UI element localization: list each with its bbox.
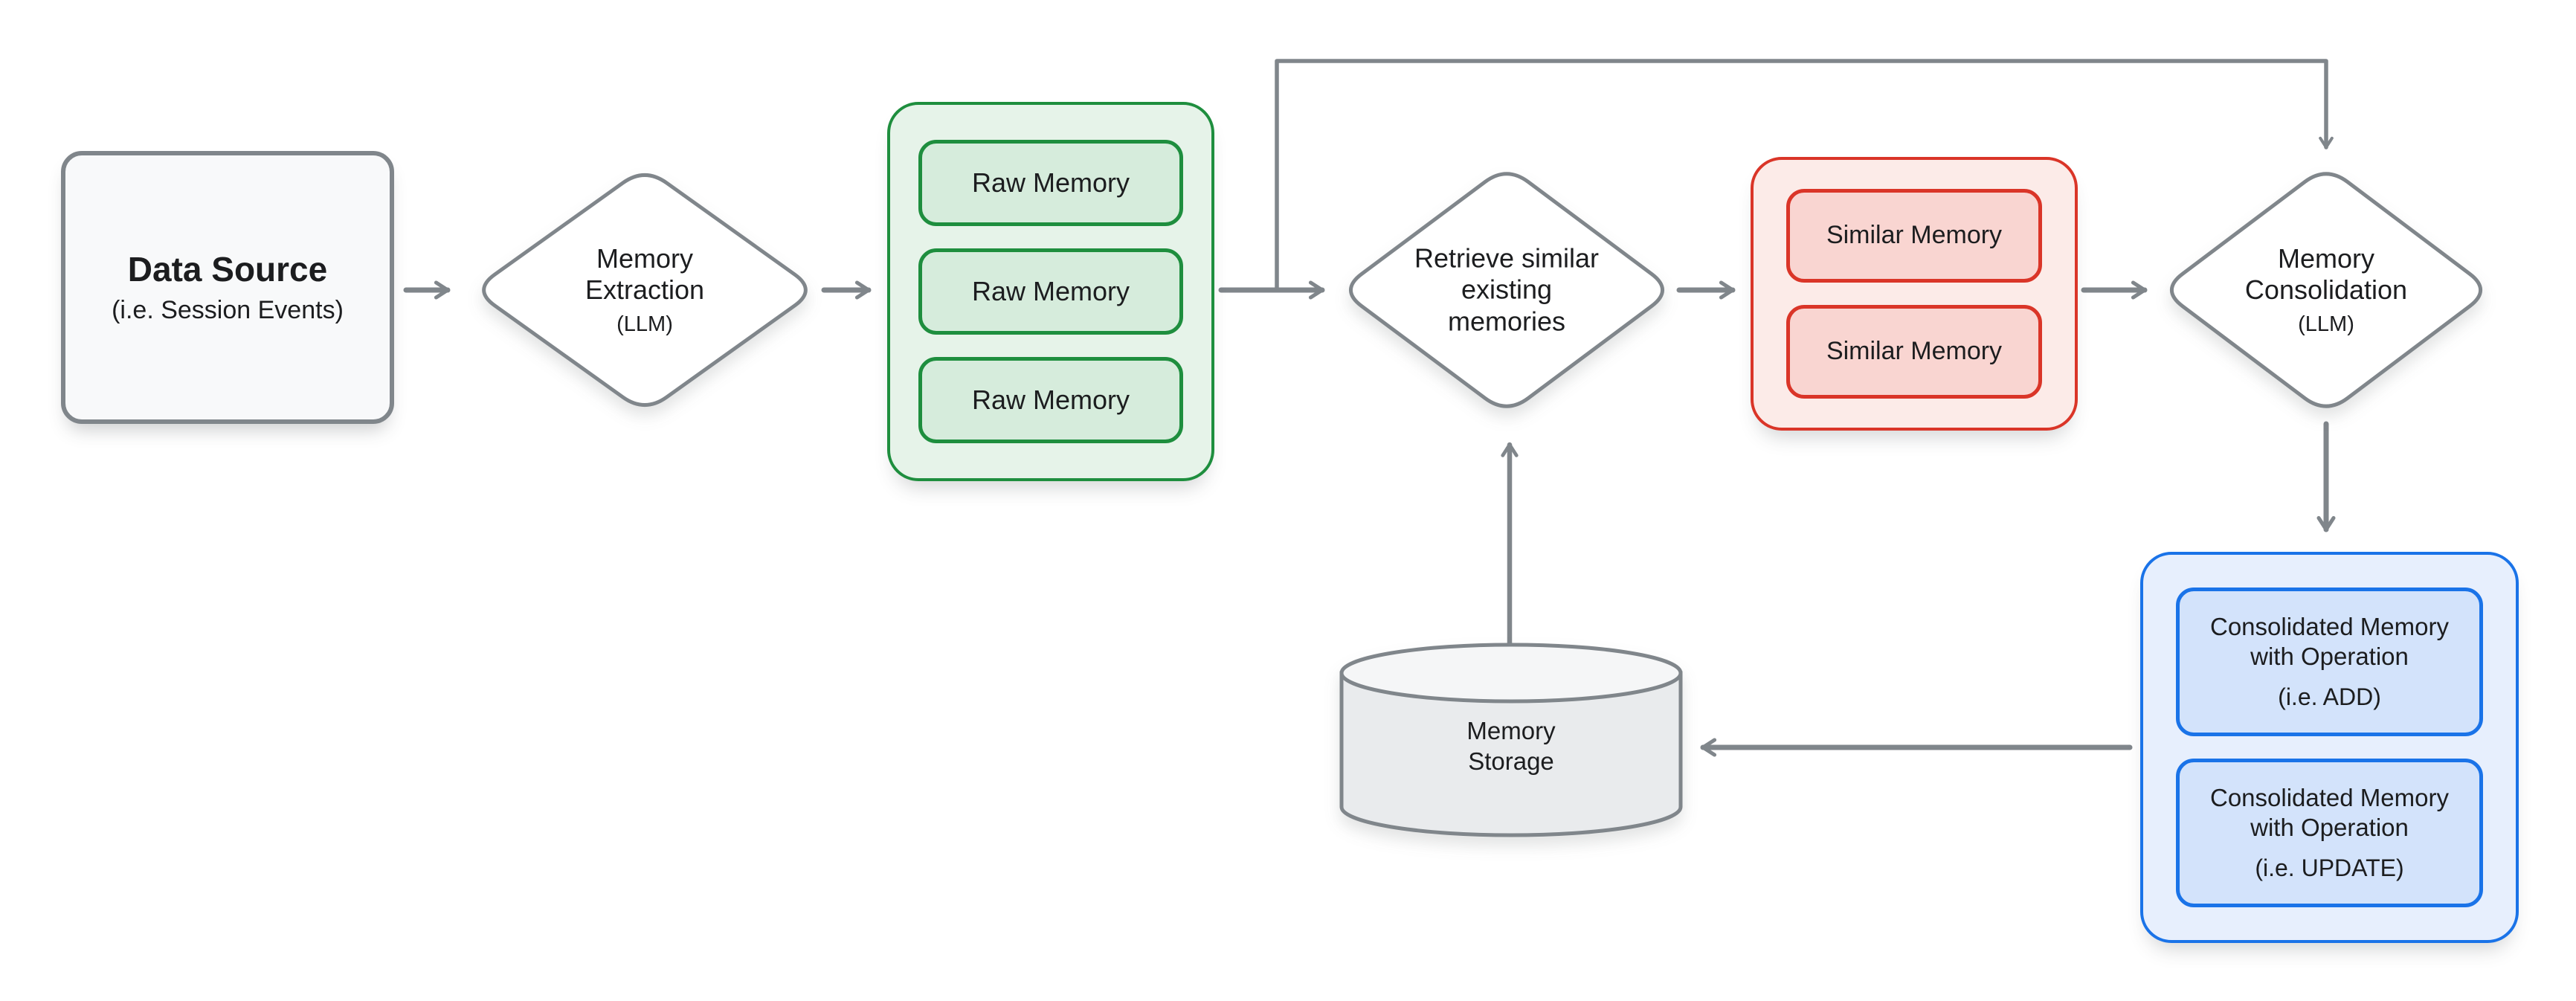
raw-memory-group: Raw Memory Raw Memory Raw Memory — [887, 102, 1214, 481]
consolidated-memory-group: Consolidated Memory with Operation (i.e.… — [2140, 552, 2519, 943]
raw-memory-label: Raw Memory — [971, 276, 1130, 307]
feedback-arrow-rawmemory-to-consolidation — [1275, 59, 2334, 291]
memory-consolidation-title: Memory Consolidation — [2245, 243, 2407, 306]
similar-memory-label: Similar Memory — [1826, 221, 2003, 250]
memory-consolidation-title-line: Memory — [2277, 243, 2374, 274]
data-source-title: Data Source — [127, 249, 328, 289]
memory-storage-cylinder — [1339, 643, 1683, 837]
memory-storage-cylinder-body — [1339, 671, 1683, 837]
memory-storage-title: Memory Storage — [1466, 715, 1555, 777]
similar-memory-chip: Similar Memory — [1786, 189, 2042, 283]
consolidated-memory-label-line: Consolidated Memory — [2210, 784, 2449, 812]
data-source-subtitle: (i.e. Session Events) — [112, 296, 344, 325]
raw-memory-chip: Raw Memory — [918, 357, 1183, 443]
memory-storage-title-line: Storage — [1468, 747, 1554, 775]
consolidated-memory-sublabel: (i.e. UPDATE) — [2255, 854, 2404, 881]
similar-memory-group: Similar Memory Similar Memory — [1751, 157, 2078, 431]
retrieve-memories-title-line: Retrieve similar — [1414, 242, 1600, 274]
memory-consolidation-title-line: Consolidation — [2244, 274, 2408, 306]
consolidated-memory-label-line: with Operation — [2250, 814, 2409, 842]
raw-memory-label: Raw Memory — [971, 384, 1130, 416]
memory-extraction-diamond — [482, 173, 808, 407]
retrieve-memories-label: Retrieve similar existing memories — [1414, 242, 1599, 337]
retrieve-memories-diamond — [1348, 172, 1665, 408]
memory-storage-label: Memory Storage — [1466, 715, 1555, 777]
memory-extraction-title-line: Memory — [596, 243, 694, 274]
retrieve-memories-title-line: existing — [1461, 274, 1553, 305]
consolidated-memory-chip-update: Consolidated Memory with Operation (i.e.… — [2176, 759, 2483, 907]
similar-memory-chip: Similar Memory — [1786, 305, 2042, 399]
memory-consolidation-label: Memory Consolidation (LLM) — [2245, 243, 2407, 337]
memory-consolidation-subtitle: (LLM) — [2298, 312, 2354, 336]
memory-extraction-title-line: Extraction — [585, 274, 705, 306]
consolidated-memory-sublabel: (i.e. ADD) — [2278, 683, 2381, 710]
memory-storage-title-line: Memory — [1466, 716, 1556, 744]
memory-extraction-label: Memory Extraction (LLM) — [585, 243, 704, 337]
raw-memory-label: Raw Memory — [971, 167, 1130, 199]
consolidated-memory-chip-add: Consolidated Memory with Operation (i.e.… — [2176, 588, 2483, 736]
consolidated-memory-label-line: Consolidated Memory — [2210, 613, 2449, 641]
similar-memory-label: Similar Memory — [1826, 337, 2003, 366]
raw-memory-chip: Raw Memory — [918, 248, 1183, 335]
consolidated-memory-label-line: with Operation — [2250, 643, 2409, 671]
memory-extraction-subtitle: (LLM) — [616, 312, 673, 336]
memory-storage-cylinder-top — [1339, 643, 1683, 704]
data-source-node: Data Source (i.e. Session Events) — [61, 151, 394, 424]
memory-consolidation-diamond — [2169, 172, 2483, 408]
memory-extraction-title: Memory Extraction — [585, 243, 704, 306]
retrieve-memories-title-line: memories — [1447, 306, 1566, 337]
retrieve-memories-title: Retrieve similar existing memories — [1414, 242, 1599, 337]
raw-memory-chip: Raw Memory — [918, 140, 1183, 226]
